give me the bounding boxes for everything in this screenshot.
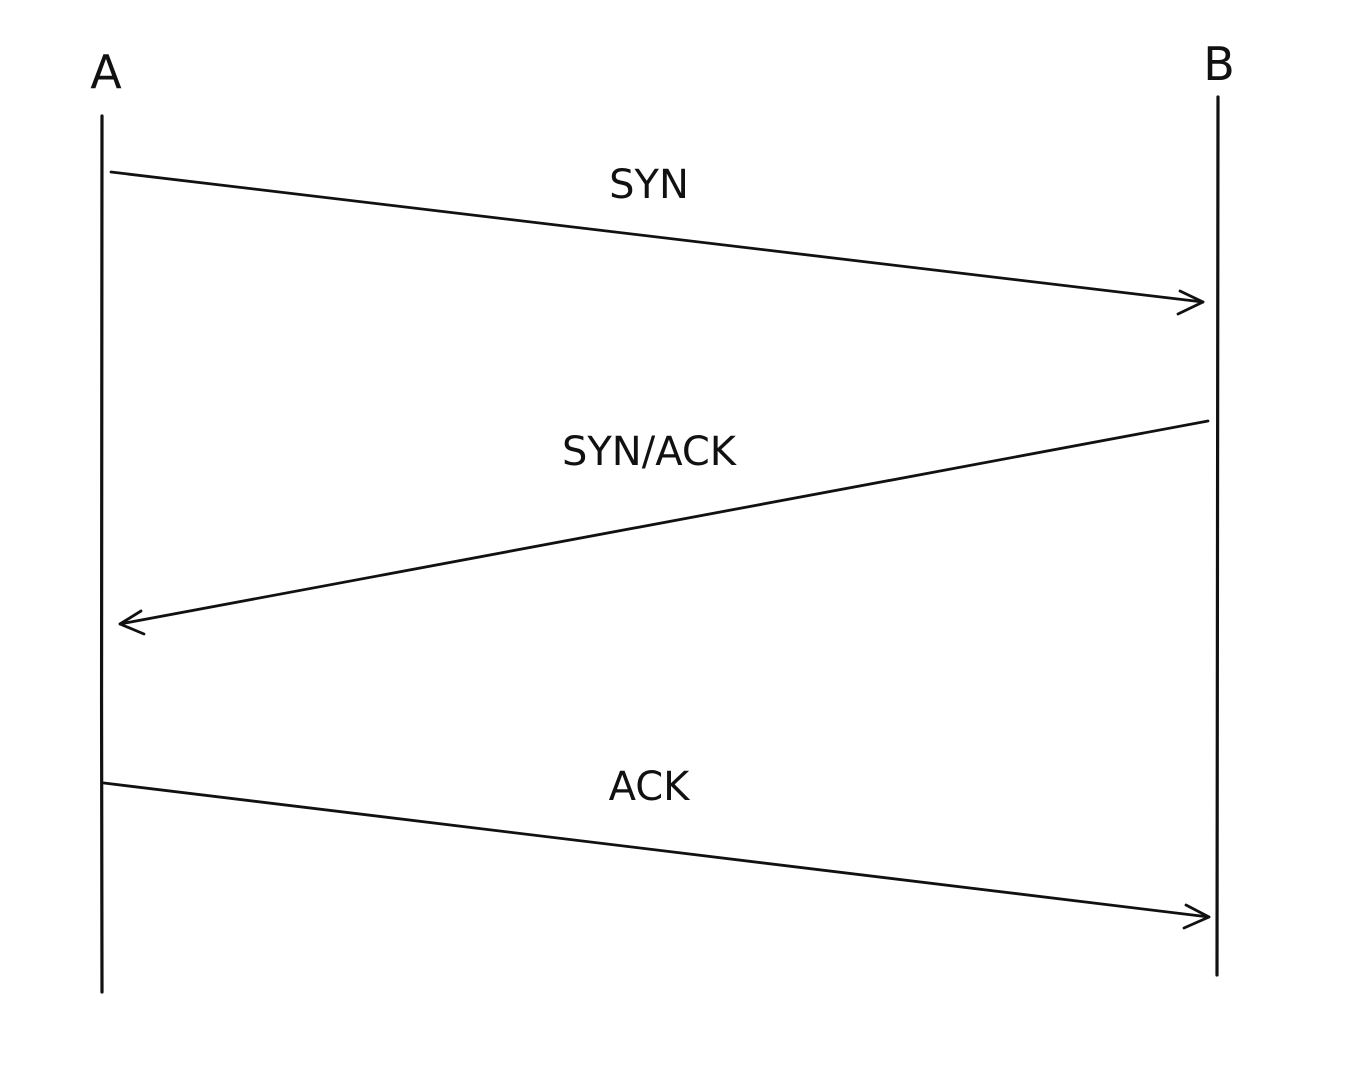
participant-a-label: A bbox=[90, 45, 122, 99]
participant-b-label: B bbox=[1203, 37, 1235, 91]
syn-label: SYN bbox=[609, 162, 689, 208]
syn-ack-arrow-line bbox=[118, 419, 1210, 626]
ack-arrow-line bbox=[102, 781, 1211, 919]
ack-label: ACK bbox=[609, 764, 692, 810]
syn-arrow-line bbox=[109, 170, 1205, 304]
message-syn: SYN bbox=[109, 162, 1205, 316]
syn-ack-arrow-head bbox=[118, 609, 146, 636]
ack-arrow-head bbox=[1182, 903, 1211, 930]
syn-ack-label: SYN/ACK bbox=[562, 429, 738, 475]
message-ack: ACK bbox=[102, 764, 1211, 930]
syn-arrow-head bbox=[1176, 289, 1205, 316]
message-syn-ack: SYN/ACK bbox=[118, 419, 1210, 636]
lifeline-b bbox=[1215, 95, 1220, 977]
